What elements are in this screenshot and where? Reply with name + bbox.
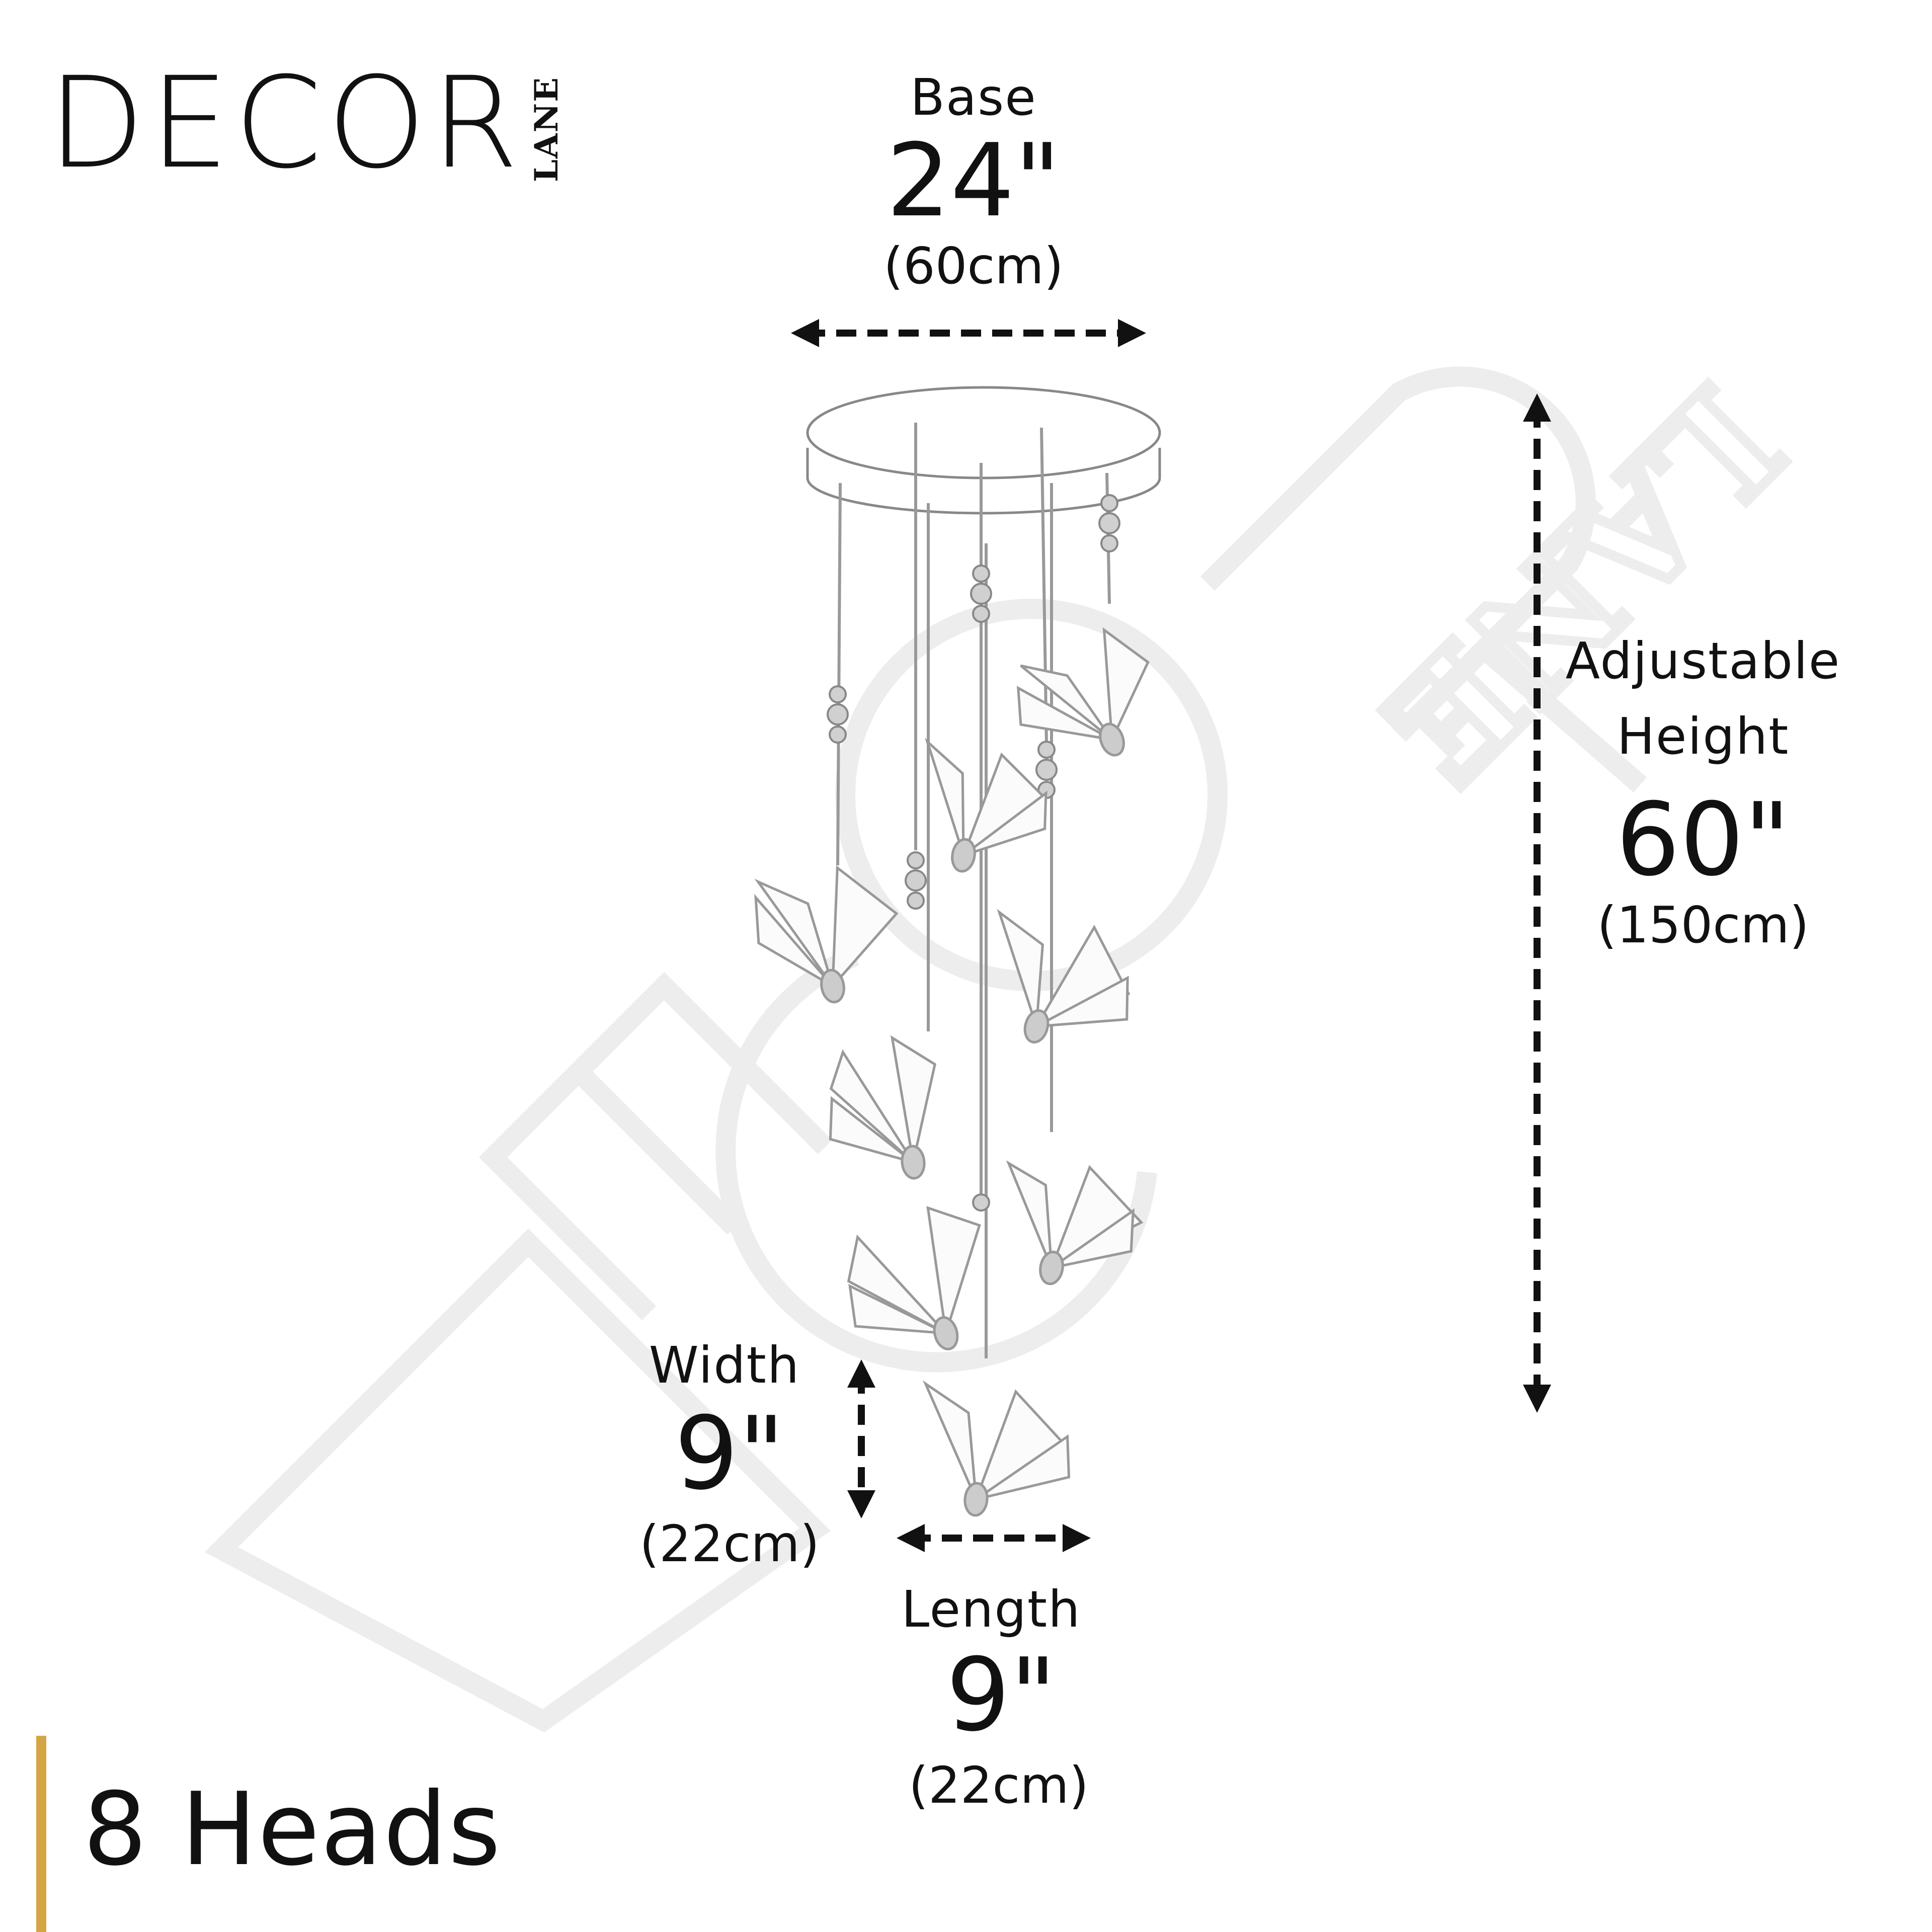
brand-logo: DECOR LANE	[48, 60, 566, 186]
base-value: 24"	[886, 122, 1061, 239]
width-label: Width	[649, 1336, 800, 1395]
length-metric: (22cm)	[909, 1756, 1089, 1815]
width-metric: (22cm)	[639, 1514, 820, 1573]
width-value: 9"	[674, 1395, 785, 1512]
length-label: Length	[901, 1580, 1081, 1639]
base-label: Base	[910, 68, 1037, 127]
logo-sub-text: LANE	[527, 76, 566, 182]
height-value: 60"	[1616, 781, 1791, 899]
heads-count: 8 Heads	[83, 1771, 502, 1888]
accent-bar	[36, 1736, 46, 1932]
height-label-line1: Adjustable	[1565, 631, 1841, 690]
base-metric: (60cm)	[883, 236, 1064, 295]
height-label-line2: Height	[1617, 707, 1790, 766]
logo-main-text: DECOR	[48, 50, 524, 196]
length-value: 9"	[946, 1637, 1057, 1754]
height-metric: (150cm)	[1597, 896, 1809, 954]
